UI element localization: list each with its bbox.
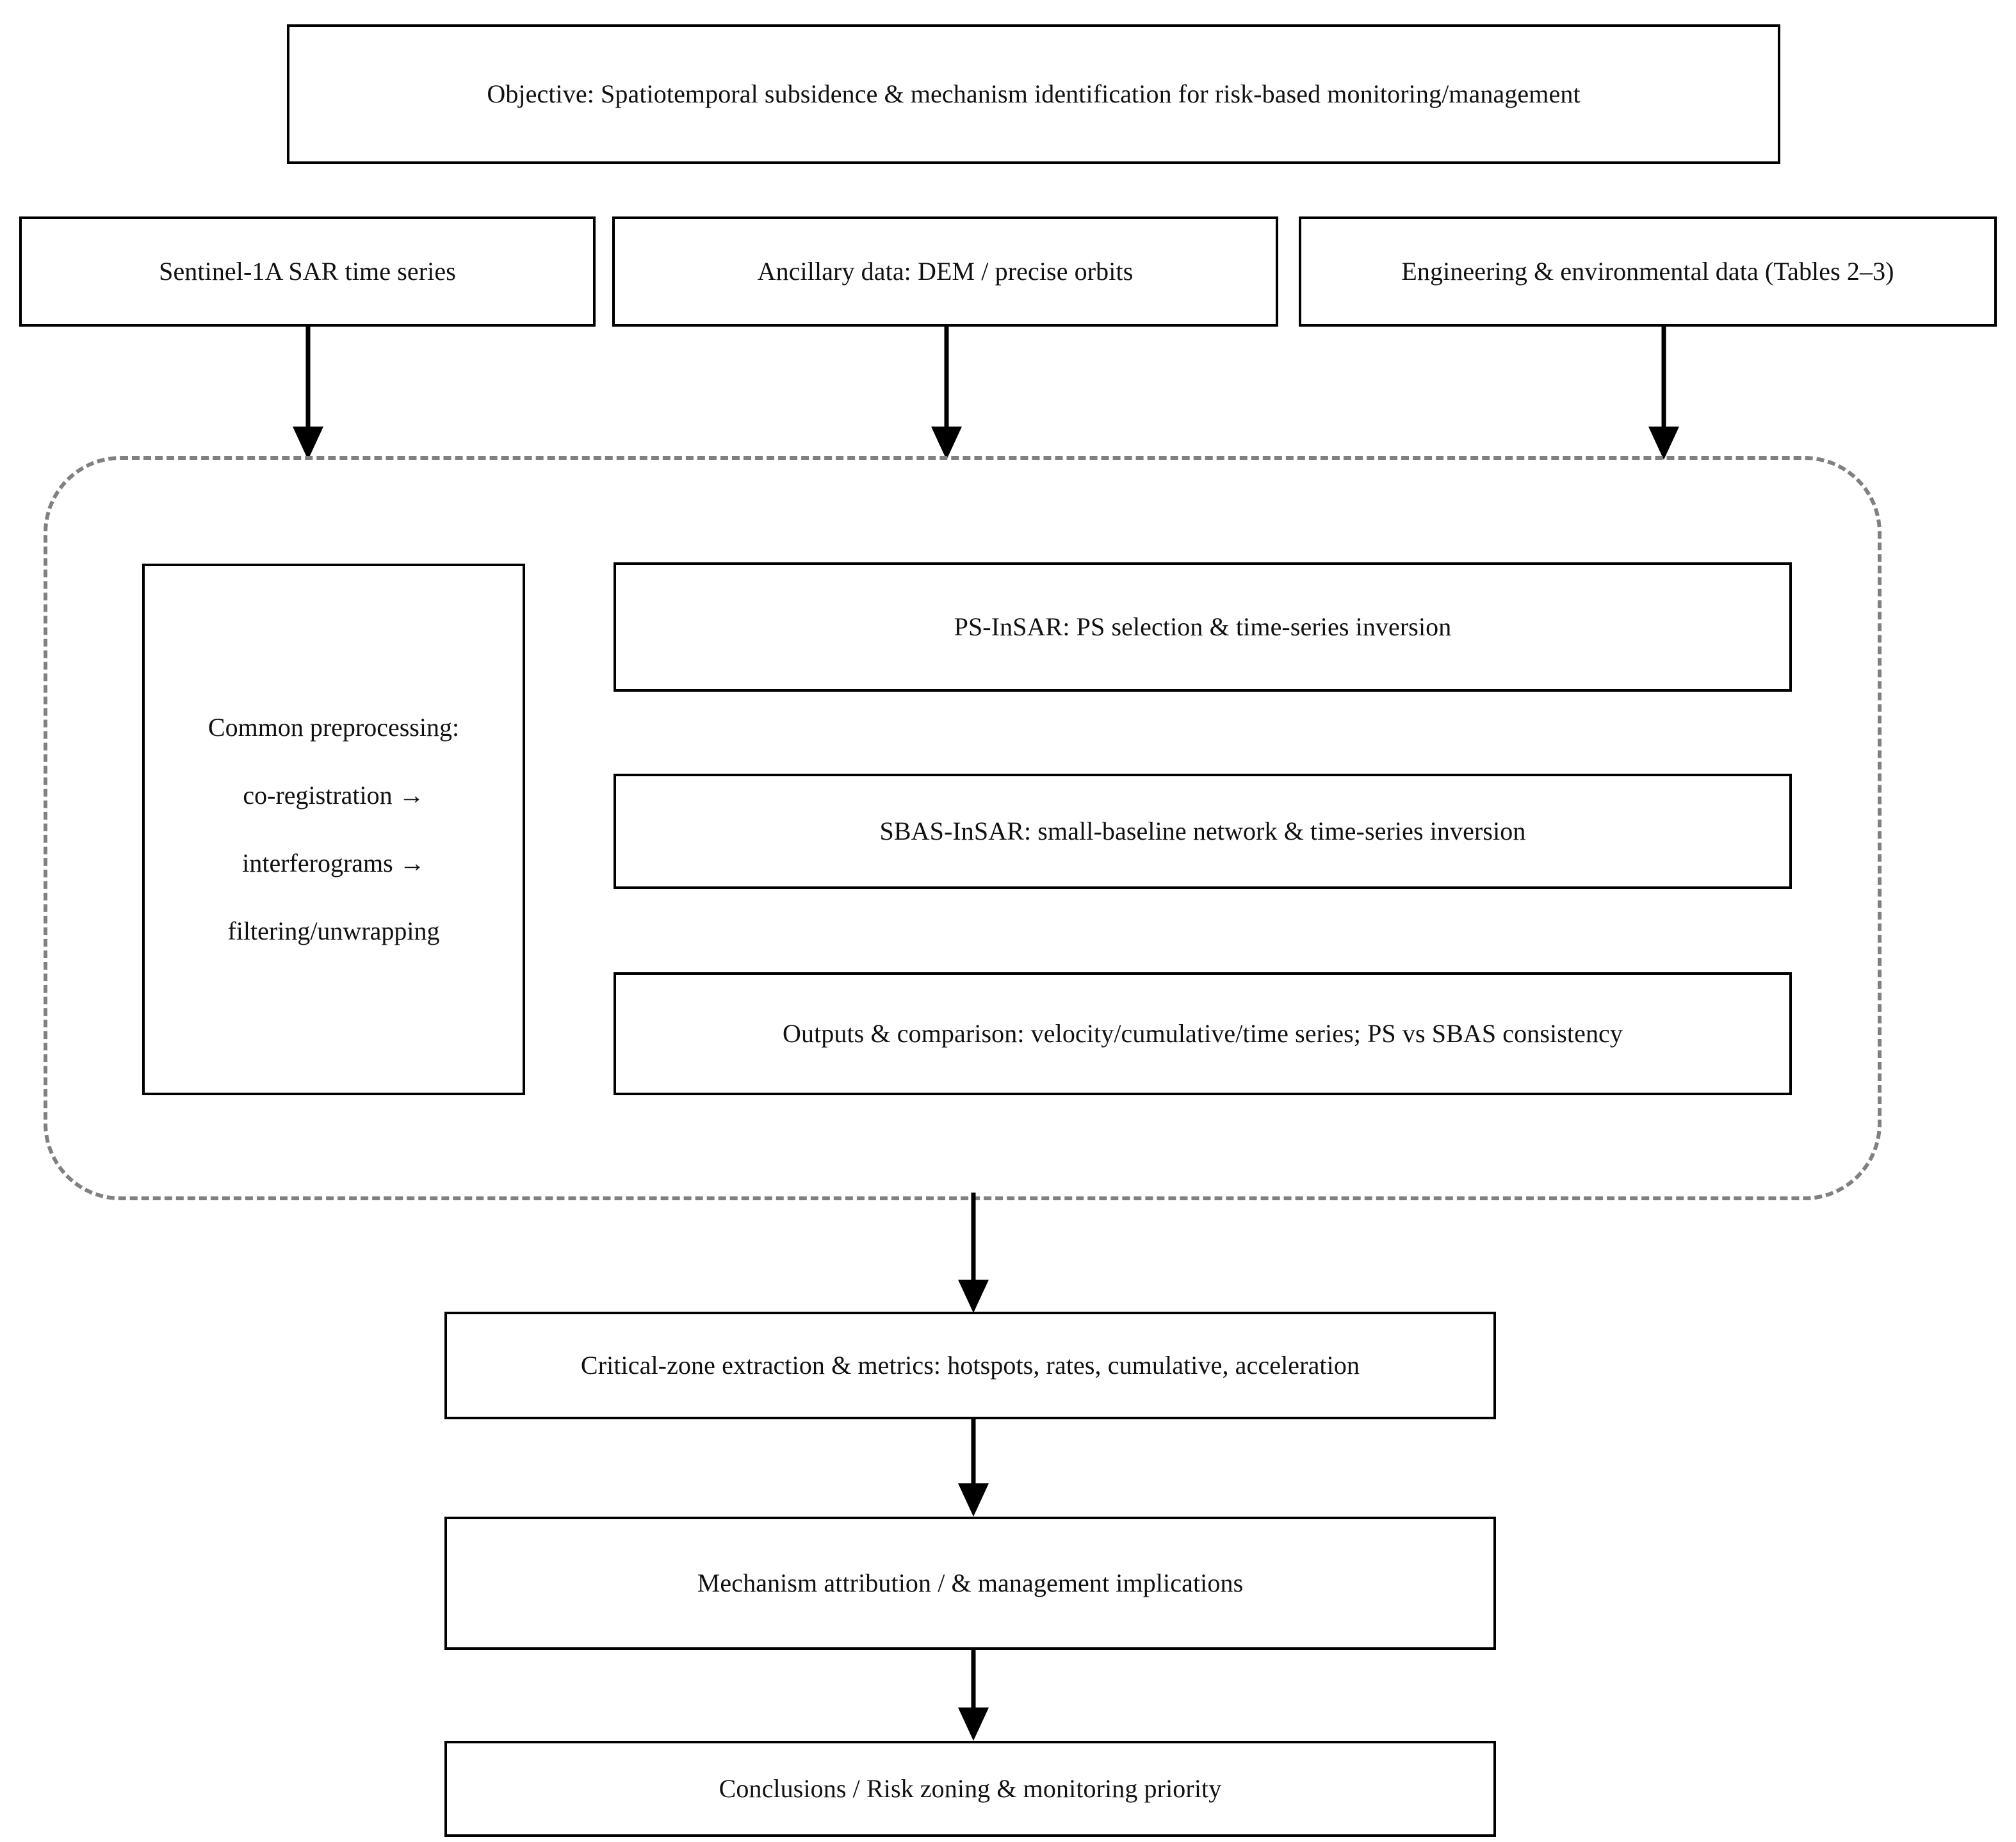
arrow-head [958,1280,989,1313]
arrow-shaft [1661,327,1666,429]
preprocessing-line-1: Common preprocessing: [207,713,460,742]
input-box-ancillary-label: Ancillary data: DEM / precise orbits [757,257,1134,286]
input-box-sentinel: Sentinel-1A SAR time series [19,216,596,327]
mechanism-attribution-label: Mechanism attribution / & management imp… [697,1569,1244,1597]
conclusions-box: Conclusions / Risk zoning & monitoring p… [444,1741,1496,1837]
insar-processing-group [44,456,1882,1200]
ps-insar-box: PS-InSAR: PS selection & time-series inv… [614,562,1792,692]
arrow-head [293,427,323,460]
input-box-sentinel-label: Sentinel-1A SAR time series [159,257,456,286]
sbas-insar-label: SBAS-InSAR: small-baseline network & tim… [879,817,1526,845]
input-box-engineering-label: Engineering & environmental data (Tables… [1401,257,1894,286]
arrow-shaft [971,1193,976,1282]
arrow-sentinel-to-processing [291,327,325,460]
conclusions-label: Conclusions / Risk zoning & monitoring p… [719,1774,1222,1803]
arrow-mechanism-to-conclusions [957,1650,990,1741]
preprocessing-line-4: filtering/unwrapping [227,917,440,945]
preprocessing-lines: Common preprocessing: co-registration → … [145,712,523,947]
preprocessing-line-3: interferograms → [242,849,425,877]
objective-box: Objective: Spatiotemporal subsidence & m… [287,24,1780,164]
critical-zone-box: Critical-zone extraction & metrics: hots… [444,1312,1496,1419]
outputs-comparison-label: Outputs & comparison: velocity/cumulativ… [782,1019,1623,1048]
arrow-shaft [944,327,949,429]
arrow-ancillary-to-processing [930,327,963,460]
preprocessing-line-2: co-registration → [243,781,425,810]
sbas-insar-box: SBAS-InSAR: small-baseline network & tim… [614,774,1792,889]
arrow-head [1648,427,1679,460]
arrow-head [958,1708,989,1741]
arrow-critical-zone-to-mechanism [957,1419,990,1517]
outputs-comparison-box: Outputs & comparison: velocity/cumulativ… [614,972,1792,1095]
input-box-engineering: Engineering & environmental data (Tables… [1299,216,1997,327]
arrow-head [931,427,962,460]
arrow-shaft [305,327,311,429]
arrow-head [958,1483,989,1517]
arrow-processing-to-critical-zone [957,1193,990,1313]
arrow-engineering-to-processing [1647,327,1680,460]
ps-insar-label: PS-InSAR: PS selection & time-series inv… [954,612,1452,641]
objective-label: Objective: Spatiotemporal subsidence & m… [487,79,1581,108]
mechanism-attribution-box: Mechanism attribution / & management imp… [444,1517,1496,1650]
preprocessing-box: Common preprocessing: co-registration → … [142,564,525,1095]
arrow-shaft [971,1419,976,1486]
critical-zone-label: Critical-zone extraction & metrics: hots… [580,1351,1360,1380]
arrow-shaft [971,1650,976,1710]
input-box-ancillary: Ancillary data: DEM / precise orbits [612,216,1278,327]
